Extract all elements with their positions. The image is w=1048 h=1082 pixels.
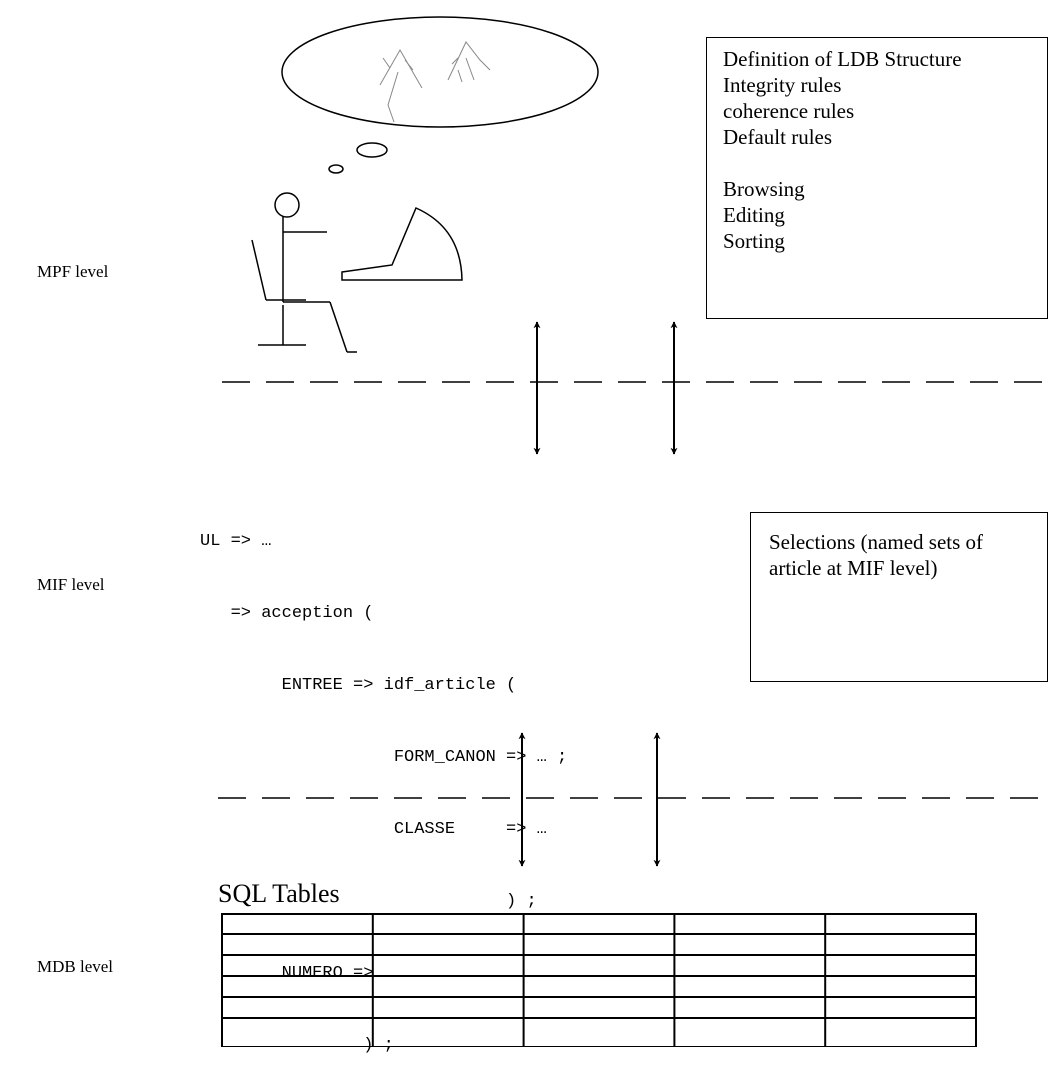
mdb-level-label: MDB level — [37, 957, 114, 976]
mpf-functions-box: Definition of LDB Structure Integrity ru… — [706, 37, 1048, 319]
mpf-level-label: MPF level — [37, 262, 109, 281]
selections-box: Selections (named sets of article at MIF… — [750, 512, 1048, 682]
box-line: Integrity rules — [723, 73, 842, 97]
box-line: article at MIF level) — [769, 556, 938, 580]
code-line: CLASSE => … — [200, 820, 547, 839]
code-line: => acception ( — [200, 604, 374, 623]
arrows — [518, 321, 678, 867]
code-line: UL => … — [200, 532, 272, 551]
code-line: ) ; — [200, 892, 537, 911]
code-line: NUMERO => … — [200, 964, 394, 983]
sql-tables-title: SQL Tables — [218, 879, 340, 908]
table-frame — [221, 913, 977, 1047]
tree-sketch-icon — [379, 41, 491, 123]
box-line: coherence rules — [723, 99, 855, 123]
code-line: ENTREE => idf_article ( — [200, 676, 517, 695]
mif-level-label: MIF level — [37, 575, 105, 594]
sql-table-grid — [221, 913, 977, 1047]
code-line: ) ; — [200, 1036, 394, 1055]
code-line: FORM_CANON => … ; — [200, 748, 568, 767]
box-line — [723, 150, 1047, 176]
thought-bubble — [281, 16, 599, 174]
diagram-graphics — [218, 16, 1048, 1047]
mif-code-block: UL => … => acception ( ENTREE => idf_art… — [200, 482, 567, 1082]
person-at-terminal-icon — [251, 192, 463, 353]
box-line: Default rules — [723, 125, 833, 149]
box-line: Editing — [723, 203, 785, 227]
box-line: Definition of LDB Structure — [723, 47, 962, 71]
box-line: Selections (named sets of — [769, 530, 984, 554]
box-line: Sorting — [723, 229, 785, 253]
box-line: Browsing — [723, 177, 805, 201]
